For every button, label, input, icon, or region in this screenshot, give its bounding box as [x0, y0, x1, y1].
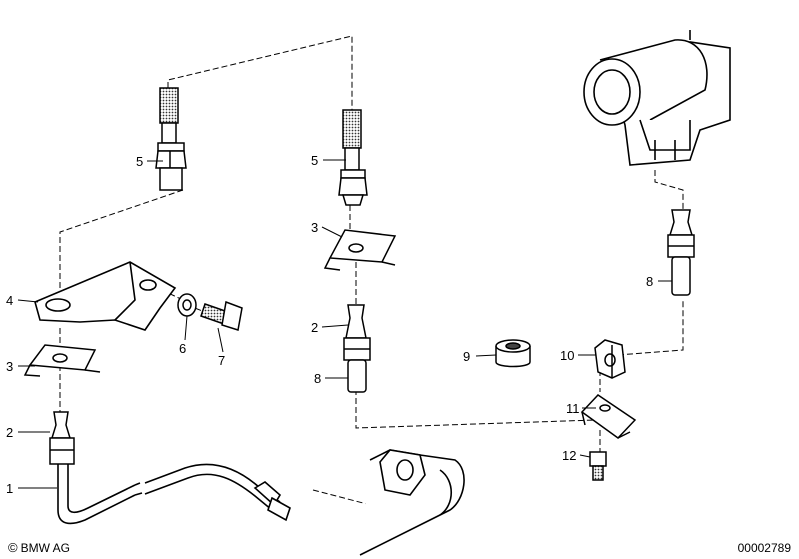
leader-lines	[17, 159, 672, 489]
bottom-caliper-housing	[359, 449, 465, 556]
callout-4: 4	[6, 293, 13, 308]
callout-2-center: 2	[311, 320, 318, 335]
callout-1: 1	[6, 481, 13, 496]
callout-7: 7	[218, 353, 225, 368]
part-5-center-sensor	[338, 109, 368, 206]
part-2-left-fitting	[49, 411, 75, 465]
callout-8-center: 8	[314, 371, 321, 386]
part-6-washer	[177, 293, 197, 317]
tube-housing	[583, 30, 731, 166]
callout-3-left: 3	[6, 359, 13, 374]
brand-label: BMW AG	[20, 540, 70, 555]
part-12-bolt	[589, 451, 607, 481]
part-11-clip	[580, 394, 637, 439]
callout-11: 11	[566, 401, 580, 416]
part-5-left-sensor	[155, 87, 187, 191]
part-8-center-hose	[347, 359, 367, 393]
copyright-brand: © BMW AG	[8, 540, 70, 555]
callout-5-left: 5	[136, 154, 143, 169]
part-3-left-clip	[23, 344, 101, 377]
callout-9: 9	[463, 349, 470, 364]
callout-6: 6	[179, 341, 186, 356]
part-8-right-fitting	[667, 209, 695, 296]
part-1-brake-line	[57, 463, 291, 525]
diagram-part-number: 00002789	[737, 541, 791, 555]
callout-3-center: 3	[311, 220, 318, 235]
callout-10: 10	[560, 348, 574, 363]
callout-8-right: 8	[646, 274, 653, 289]
part-9-bushing	[495, 339, 531, 368]
callout-12: 12	[562, 448, 576, 463]
part-4-bracket	[34, 261, 177, 331]
callout-5-center: 5	[311, 153, 318, 168]
part-7-bolt	[200, 300, 243, 331]
callout-labels: 1 2 2 3 3 4 5 5 6 7 8 8 9 10 11 12	[6, 153, 653, 496]
callout-2-left: 2	[6, 425, 13, 440]
part-10-clamp	[594, 339, 626, 379]
part-3-center-clip	[323, 229, 397, 271]
copyright-icon: ©	[8, 540, 18, 555]
part-2-center-fitting	[343, 304, 371, 361]
